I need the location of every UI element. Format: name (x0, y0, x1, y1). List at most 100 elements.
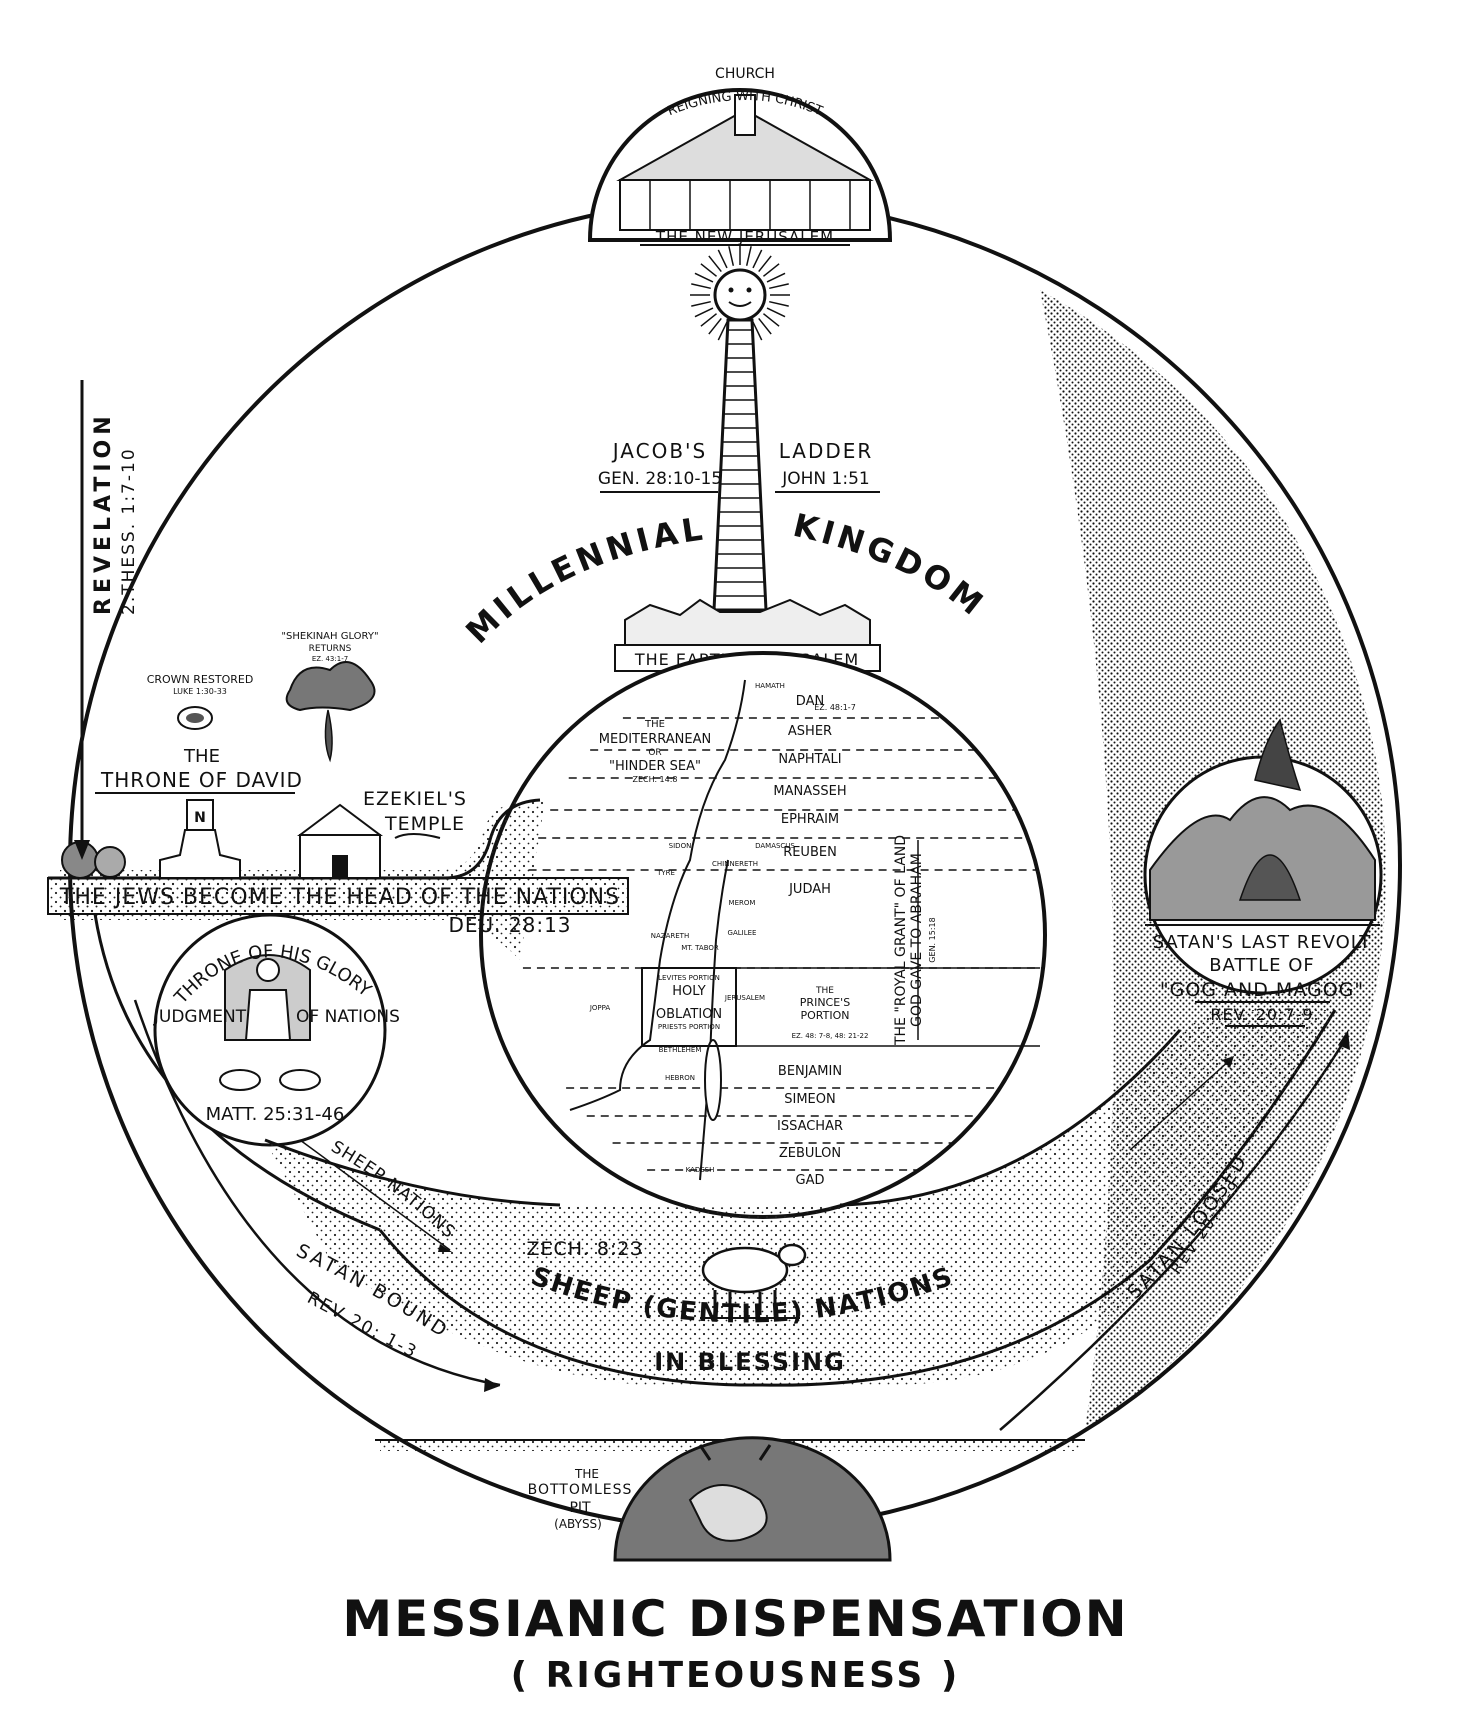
place-label-tyre: TYRE (656, 869, 675, 877)
tribe-label-benjamin: BENJAMIN (778, 1064, 842, 1079)
church-label: CHURCH (715, 66, 775, 82)
kingdom-label: KINGDOM (790, 506, 993, 625)
gen-ref: GEN. 28:10-15 (598, 469, 722, 489)
pit-line4: (ABYSS) (554, 1517, 602, 1531)
dragon-icon (688, 1444, 772, 1542)
shekinah-cloud-icon (285, 661, 376, 763)
page-title: MESSIANIC DISPENSATION (342, 1590, 1129, 1648)
tribe-label-manasseh: MANASSEH (773, 784, 846, 799)
place-label-sidon: SIDON (669, 842, 692, 850)
revolt-line3: "GOG AND MAGOG" (1160, 979, 1364, 1001)
judgment-throne-icon (219, 954, 321, 1091)
place-label-kadesh: KADESH (686, 1166, 715, 1174)
pit-line3: PIT (569, 1500, 591, 1516)
satan-bound-arrow (133, 999, 501, 1387)
prince-line2: PRINCE'S (800, 996, 850, 1009)
earthly-jerusalem-city (624, 598, 871, 646)
sea-ref: ZECH. 14:8 (632, 775, 677, 784)
holy-line3: OBLATION (656, 1007, 722, 1022)
tribe-label-judah: JUDAH (788, 882, 831, 897)
tribe-label-asher: ASHER (788, 724, 832, 739)
holy-line4: PRIESTS PORTION (658, 1023, 720, 1031)
jacobs-label: JACOB'S (611, 439, 708, 463)
holy-line1: LEVITES PORTION (658, 974, 720, 982)
place-label-galilee: GALILEE (728, 929, 757, 937)
revelation-ref: 2.THESS. 1:7-10 (119, 447, 139, 615)
shekinah-ref: EZ. 43:1-7 (312, 655, 348, 663)
place-label-joppa: JOPPA (589, 1004, 611, 1012)
temple-line2: TEMPLE (384, 813, 465, 835)
place-label-bethlehem: BETHLEHEM (659, 1046, 702, 1054)
revolt-ref: REV. 20:7-9 (1210, 1005, 1313, 1024)
judgment-ref: MATT. 25:31-46 (206, 1104, 345, 1125)
judgment-left: JUDGMENT (153, 1007, 247, 1027)
zech-ref: ZECH. 8:23 (527, 1238, 644, 1260)
sheep-banner2: IN BLESSING (654, 1348, 846, 1376)
place-label-hamath: HAMATH (755, 682, 785, 690)
gog-magog-icon (1149, 718, 1376, 921)
sea-line4: "HINDER SEA" (609, 759, 701, 774)
tribe-label-simeon: SIMEON (784, 1092, 835, 1107)
place-label-nazareth: NAZARETH (651, 932, 689, 940)
satan-loosed-arrow (999, 1039, 1347, 1431)
tribe-label-zebulon: ZEBULON (779, 1146, 841, 1161)
place-label-hebron: HEBRON (665, 1074, 695, 1082)
sea-line2: MEDITERRANEAN (599, 732, 711, 747)
sheep-icon (700, 1243, 807, 1319)
grant-line2: GOD GAVE TO ABRAHAM (909, 853, 925, 1027)
tribe-label-issachar: ISSACHAR (777, 1119, 843, 1134)
royal-grant-label: THE "ROYAL GRANT" OF LAND GOD GAVE TO AB… (893, 835, 937, 1046)
temple-line1: EZEKIEL'S (363, 788, 467, 810)
left-platform (47, 798, 629, 1232)
shekinah-sub: RETURNS (309, 644, 352, 654)
new-jerusalem-label: THE NEW JERUSALEM (655, 228, 834, 246)
pit-line2: BOTTOMLESS (528, 1482, 633, 1498)
tribe-label-dan: DAN (796, 694, 824, 709)
tribe-label-gad: GAD (796, 1173, 825, 1188)
ezekiels-temple-icon (297, 803, 383, 879)
throne-of-david-icon: N (159, 799, 241, 879)
prince-ref: EZ. 48: 7-8, 48: 21-22 (792, 1032, 869, 1040)
sheep-nations-band (264, 1009, 1337, 1387)
judgment-right: OF NATIONS (296, 1007, 400, 1027)
jordan-river (699, 859, 729, 1181)
tribe-label-ephraim: EPHRAIM (781, 812, 839, 827)
shekinah-label: "SHEKINAH GLORY" (281, 631, 378, 642)
jacobs-ladder (712, 318, 768, 612)
prince-line3: PORTION (801, 1009, 850, 1022)
prince-line1: THE (815, 986, 834, 996)
place-label-damascus: DAMASCUS (755, 842, 795, 850)
tribe-label-reuben: REUBEN (783, 845, 837, 860)
ladder-label: LADDER (779, 439, 874, 463)
revolt-line1: SATAN'S LAST REVOLT (1153, 932, 1372, 953)
john-ref: JOHN 1:51 (781, 469, 869, 489)
place-label-chinnereth: CHINNERETH (712, 860, 758, 868)
revelation-label: REVELATION (91, 411, 116, 615)
tribe-label-naphtali: NAPHTALI (778, 752, 841, 767)
jews-band-ref: DEU. 28:13 (448, 913, 571, 937)
page-subtitle: ( RIGHTEOUSNESS ) (510, 1655, 961, 1696)
crown-ref: LUKE 1:30-33 (173, 687, 227, 696)
dead-sea (704, 1039, 722, 1121)
crown-label: CROWN RESTORED (147, 673, 254, 686)
grant-line1: THE "ROYAL GRANT" OF LAND (893, 835, 909, 1046)
place-label-jerusalem: JERUSALEM (724, 994, 765, 1002)
svg-text:N: N (194, 810, 206, 826)
pit-line1: THE (574, 1467, 599, 1481)
sea-line3: OR (648, 748, 661, 758)
coastline (569, 679, 746, 1111)
place-label-merom: MEROM (729, 899, 756, 907)
revelation-arrow (74, 380, 90, 860)
dan-ref: EZ. 48:1-7 (814, 703, 856, 712)
throne-line2: THRONE OF DAVID (100, 768, 303, 792)
jews-band-label: THE JEWS BECOME THE HEAD OF THE NATIONS (59, 885, 620, 910)
revolt-line2: BATTLE OF (1209, 955, 1315, 976)
sea-line1: THE (644, 719, 665, 730)
place-label-mt-tabor: MT. TABOR (681, 944, 719, 952)
grant-ref: GEN. 15:18 (928, 917, 937, 962)
holy-line2: HOLY (672, 984, 706, 999)
new-jerusalem-dome (587, 88, 893, 246)
throne-line1: THE (183, 746, 220, 767)
